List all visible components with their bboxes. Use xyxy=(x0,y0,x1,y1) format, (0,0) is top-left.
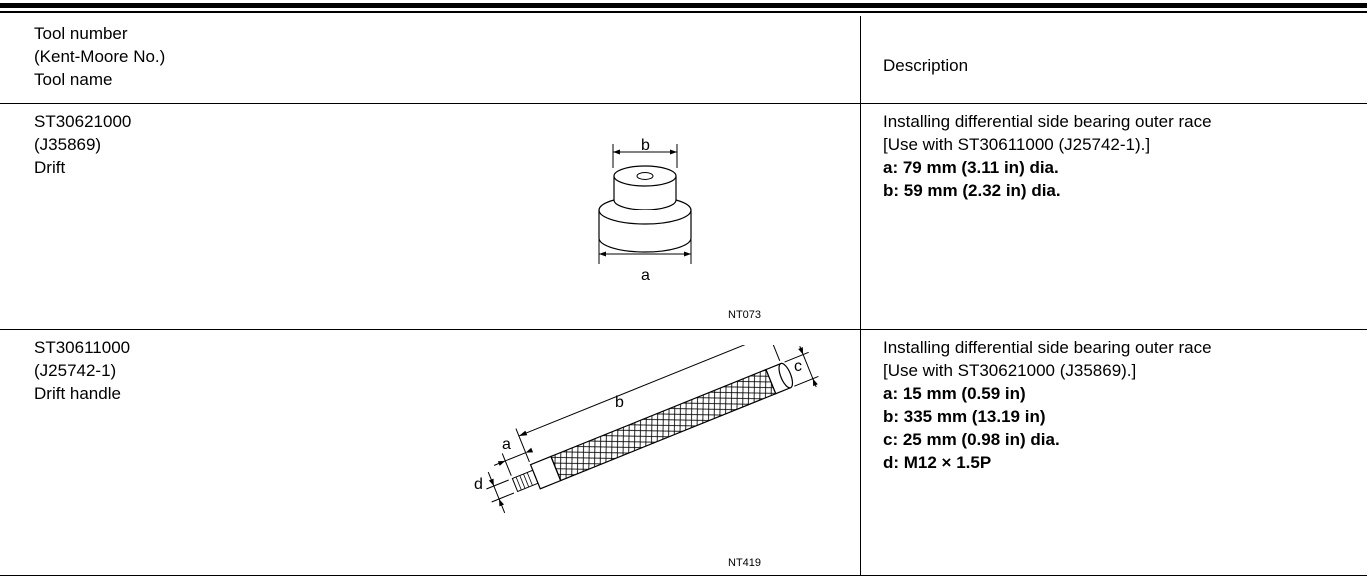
header-description: Description xyxy=(883,56,969,75)
label-a: a xyxy=(641,267,650,284)
header-description-cell: Description xyxy=(860,16,1367,104)
description-line: [Use with ST30611000 (J25742-1).] xyxy=(883,135,1151,154)
header-kent-moore: (Kent-Moore No.) xyxy=(34,47,166,66)
tool-name: Drift xyxy=(34,158,66,177)
spec-line: d: M12 × 1.5P xyxy=(883,453,992,472)
label-b: b xyxy=(641,137,650,154)
tool-cell-drift-handle: ST30611000 (J25742-1) Drift handle xyxy=(0,329,861,576)
table-header-row: Tool number (Kent-Moore No.) Tool name D… xyxy=(0,16,1367,104)
tool-number: ST30611000 xyxy=(34,338,131,357)
drift-handle-illustration: b a c d xyxy=(470,345,830,525)
label-b: b xyxy=(615,394,624,411)
figure-code: NT073 xyxy=(728,309,762,321)
top-rule-thin xyxy=(0,11,1367,13)
spec-line: c: 25 mm (0.98 in) dia. xyxy=(883,430,1060,449)
label-a: a xyxy=(502,436,511,453)
figure-code: NT419 xyxy=(728,557,762,569)
spec-line: a: 15 mm (0.59 in) xyxy=(883,384,1026,403)
header-tool-cell: Tool number (Kent-Moore No.) Tool name xyxy=(0,16,861,104)
description-line: Installing differential side bearing out… xyxy=(883,338,1212,357)
label-c: c xyxy=(794,358,802,375)
tool-info: ST30621000 (J35869) Drift xyxy=(0,104,860,179)
spec-line: b: 335 mm (13.19 in) xyxy=(883,407,1046,426)
spec-line: a: 79 mm (3.11 in) dia. xyxy=(883,158,1059,177)
drift-illustration: b a xyxy=(590,134,710,284)
table-row: ST30621000 (J35869) Drift xyxy=(0,103,1367,330)
label-d: d xyxy=(474,476,483,493)
header-tool-number: Tool number xyxy=(34,24,128,43)
special-tools-table: Tool number (Kent-Moore No.) Tool name D… xyxy=(0,16,1367,576)
description-line: [Use with ST30621000 (J35869).] xyxy=(883,361,1137,380)
description-line: Installing differential side bearing out… xyxy=(883,112,1212,131)
kent-moore-number: (J25742-1) xyxy=(34,361,117,380)
tool-info: ST30611000 (J25742-1) Drift handle xyxy=(0,330,860,405)
header-tool-name: Tool name xyxy=(34,70,113,89)
drift-drawing xyxy=(598,144,692,264)
description-cell: Installing differential side bearing out… xyxy=(860,329,1367,576)
tool-number: ST30621000 xyxy=(34,112,132,131)
kent-moore-number: (J35869) xyxy=(34,135,102,154)
tool-name: Drift handle xyxy=(34,384,121,403)
drift-handle-drawing xyxy=(486,345,819,514)
spec-line: b: 59 mm (2.32 in) dia. xyxy=(883,181,1061,200)
top-rule xyxy=(0,3,1367,8)
table-row: ST30611000 (J25742-1) Drift handle xyxy=(0,329,1367,576)
tool-cell-drift: ST30621000 (J35869) Drift xyxy=(0,103,861,330)
description-cell: Installing differential side bearing out… xyxy=(860,103,1367,330)
